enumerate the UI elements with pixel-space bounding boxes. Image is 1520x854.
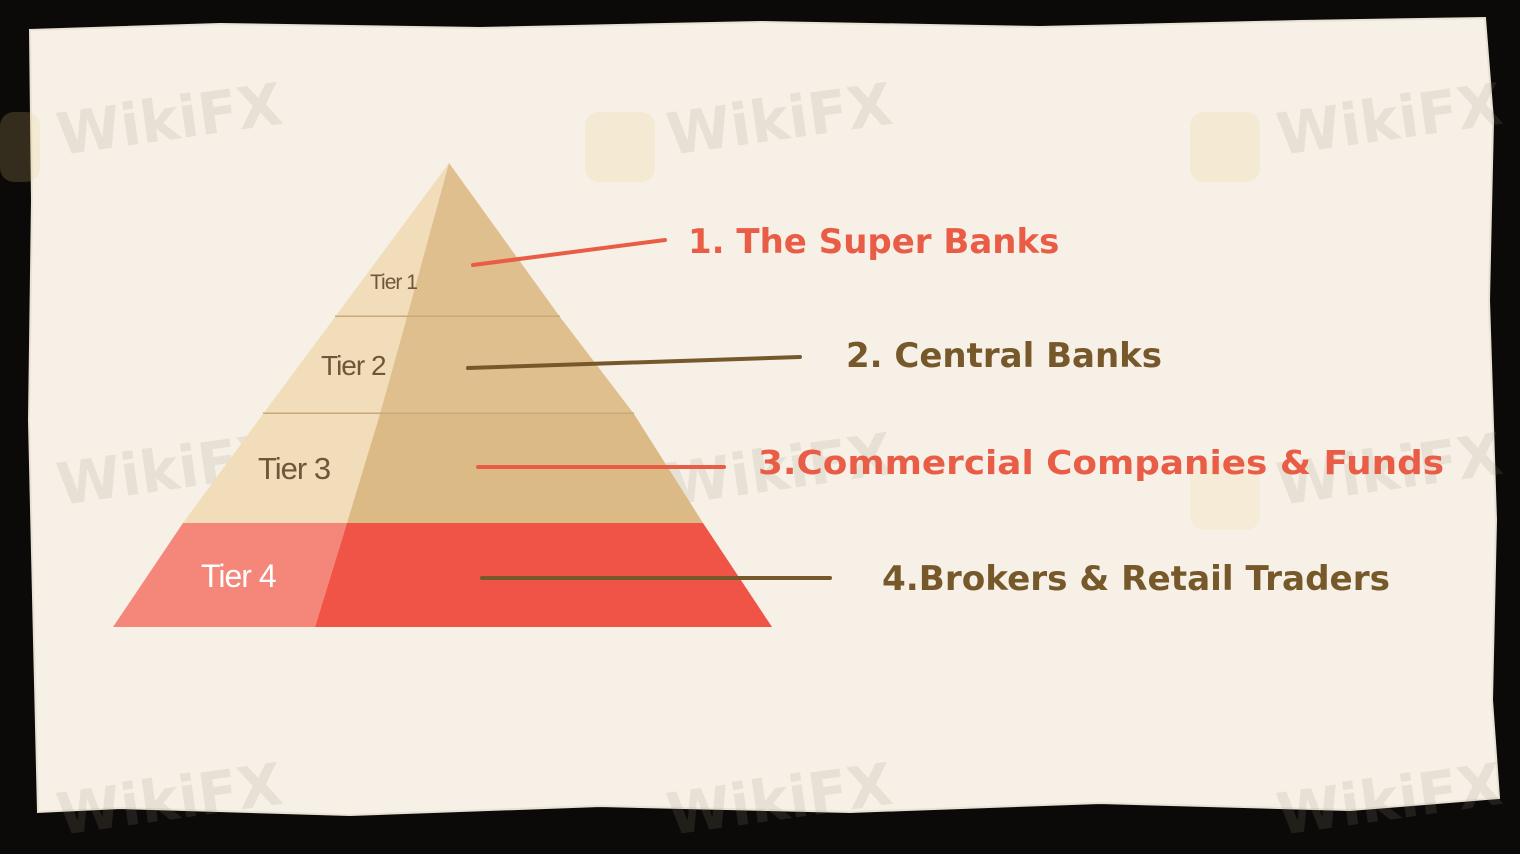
- tier-3-item-label: 3.Commercial Companies & Funds: [758, 443, 1444, 482]
- watermark-text: WikiFX: [662, 70, 896, 169]
- wikifx-logo-icon: [0, 112, 40, 182]
- pyramid-tier-1: [335, 163, 560, 317]
- tier-4-item-label: 4.Brokers & Retail Traders: [882, 559, 1390, 599]
- pyramid-tier-4: [113, 523, 772, 627]
- tier-2-label: Tier 2: [321, 350, 386, 381]
- watermark-text: WikiFX: [52, 750, 286, 849]
- tier-3-label: Tier 3: [258, 451, 330, 486]
- tier-4-label: Tier 4: [201, 558, 276, 594]
- tier-2-connector-line: [466, 355, 802, 370]
- tier-1-connector-line: [471, 238, 667, 267]
- watermark-text: WikiFX: [1272, 70, 1506, 169]
- tier-1-label: Tier 1: [370, 271, 417, 294]
- watermark-text: WikiFX: [1272, 750, 1506, 849]
- tier-2-item-label: 2. Central Banks: [846, 336, 1162, 376]
- wikifx-logo-icon: [1190, 112, 1260, 182]
- watermark-text: WikiFX: [662, 750, 896, 849]
- wikifx-logo-icon: [585, 112, 655, 182]
- watermark-text: WikiFX: [52, 70, 286, 169]
- wikifx-logo-icon: [1190, 460, 1260, 530]
- tier-1-item-label: 1. The Super Banks: [688, 222, 1059, 262]
